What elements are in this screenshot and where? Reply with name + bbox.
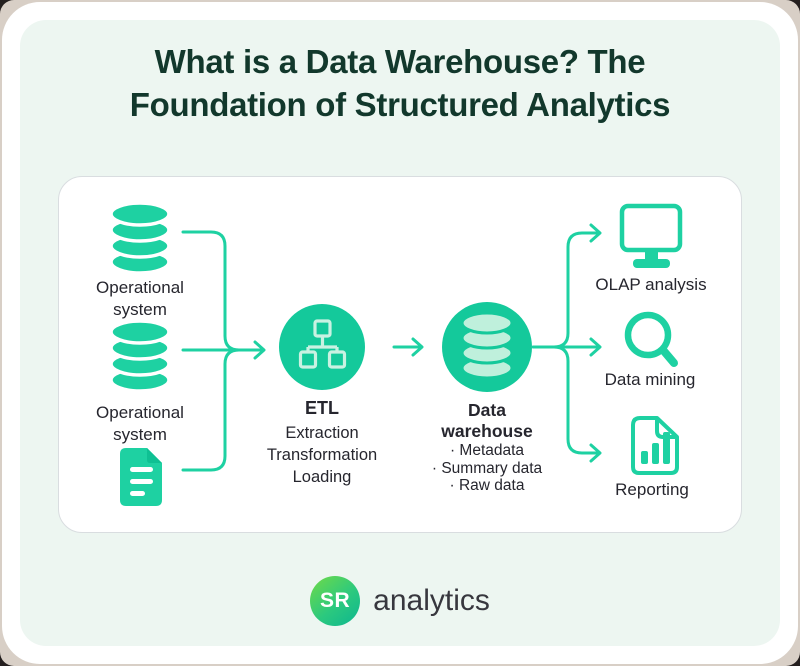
document-icon bbox=[120, 448, 162, 506]
diagram-card bbox=[58, 176, 742, 533]
output-mining-label: Data mining bbox=[604, 370, 696, 389]
source1-label: Operational system bbox=[96, 278, 184, 319]
sources-to-etl-connector bbox=[181, 230, 266, 472]
brand-logo: SR analytics bbox=[0, 576, 800, 626]
logo-circle-icon: SR bbox=[310, 576, 361, 626]
warehouse-items: · Metadata · Summary data · Raw data bbox=[431, 442, 543, 494]
sitemap-icon bbox=[298, 319, 347, 369]
arrowhead-icon bbox=[589, 337, 602, 357]
logo-monogram: SR bbox=[320, 589, 351, 612]
etl-steps: Extraction Transformation Loading bbox=[266, 424, 378, 486]
output-olap-label: OLAP analysis bbox=[595, 275, 707, 294]
database-icon bbox=[460, 311, 514, 380]
output-reporting-label: Reporting bbox=[615, 480, 689, 499]
etl-circle bbox=[279, 304, 365, 390]
monitor-icon bbox=[619, 203, 683, 268]
report-chart-icon bbox=[631, 416, 679, 475]
warehouse-title: Data warehouse bbox=[441, 400, 533, 441]
etl-title: ETL bbox=[305, 398, 339, 418]
etl-to-warehouse-arrow bbox=[392, 337, 424, 357]
arrowhead-icon bbox=[411, 337, 424, 357]
magnifier-icon bbox=[624, 311, 678, 367]
source2-label: Operational system bbox=[96, 403, 184, 444]
arrowhead-icon bbox=[589, 223, 602, 243]
database-icon bbox=[109, 319, 171, 393]
database-icon bbox=[109, 201, 171, 275]
arrowhead-icon bbox=[253, 340, 266, 360]
logo-name: analytics bbox=[373, 584, 490, 617]
page-title: What is a Data Warehouse? The Foundation… bbox=[129, 43, 671, 123]
warehouse-to-outputs-connector bbox=[531, 223, 602, 463]
data-warehouse-circle bbox=[442, 302, 532, 392]
arrowhead-icon bbox=[589, 443, 602, 463]
